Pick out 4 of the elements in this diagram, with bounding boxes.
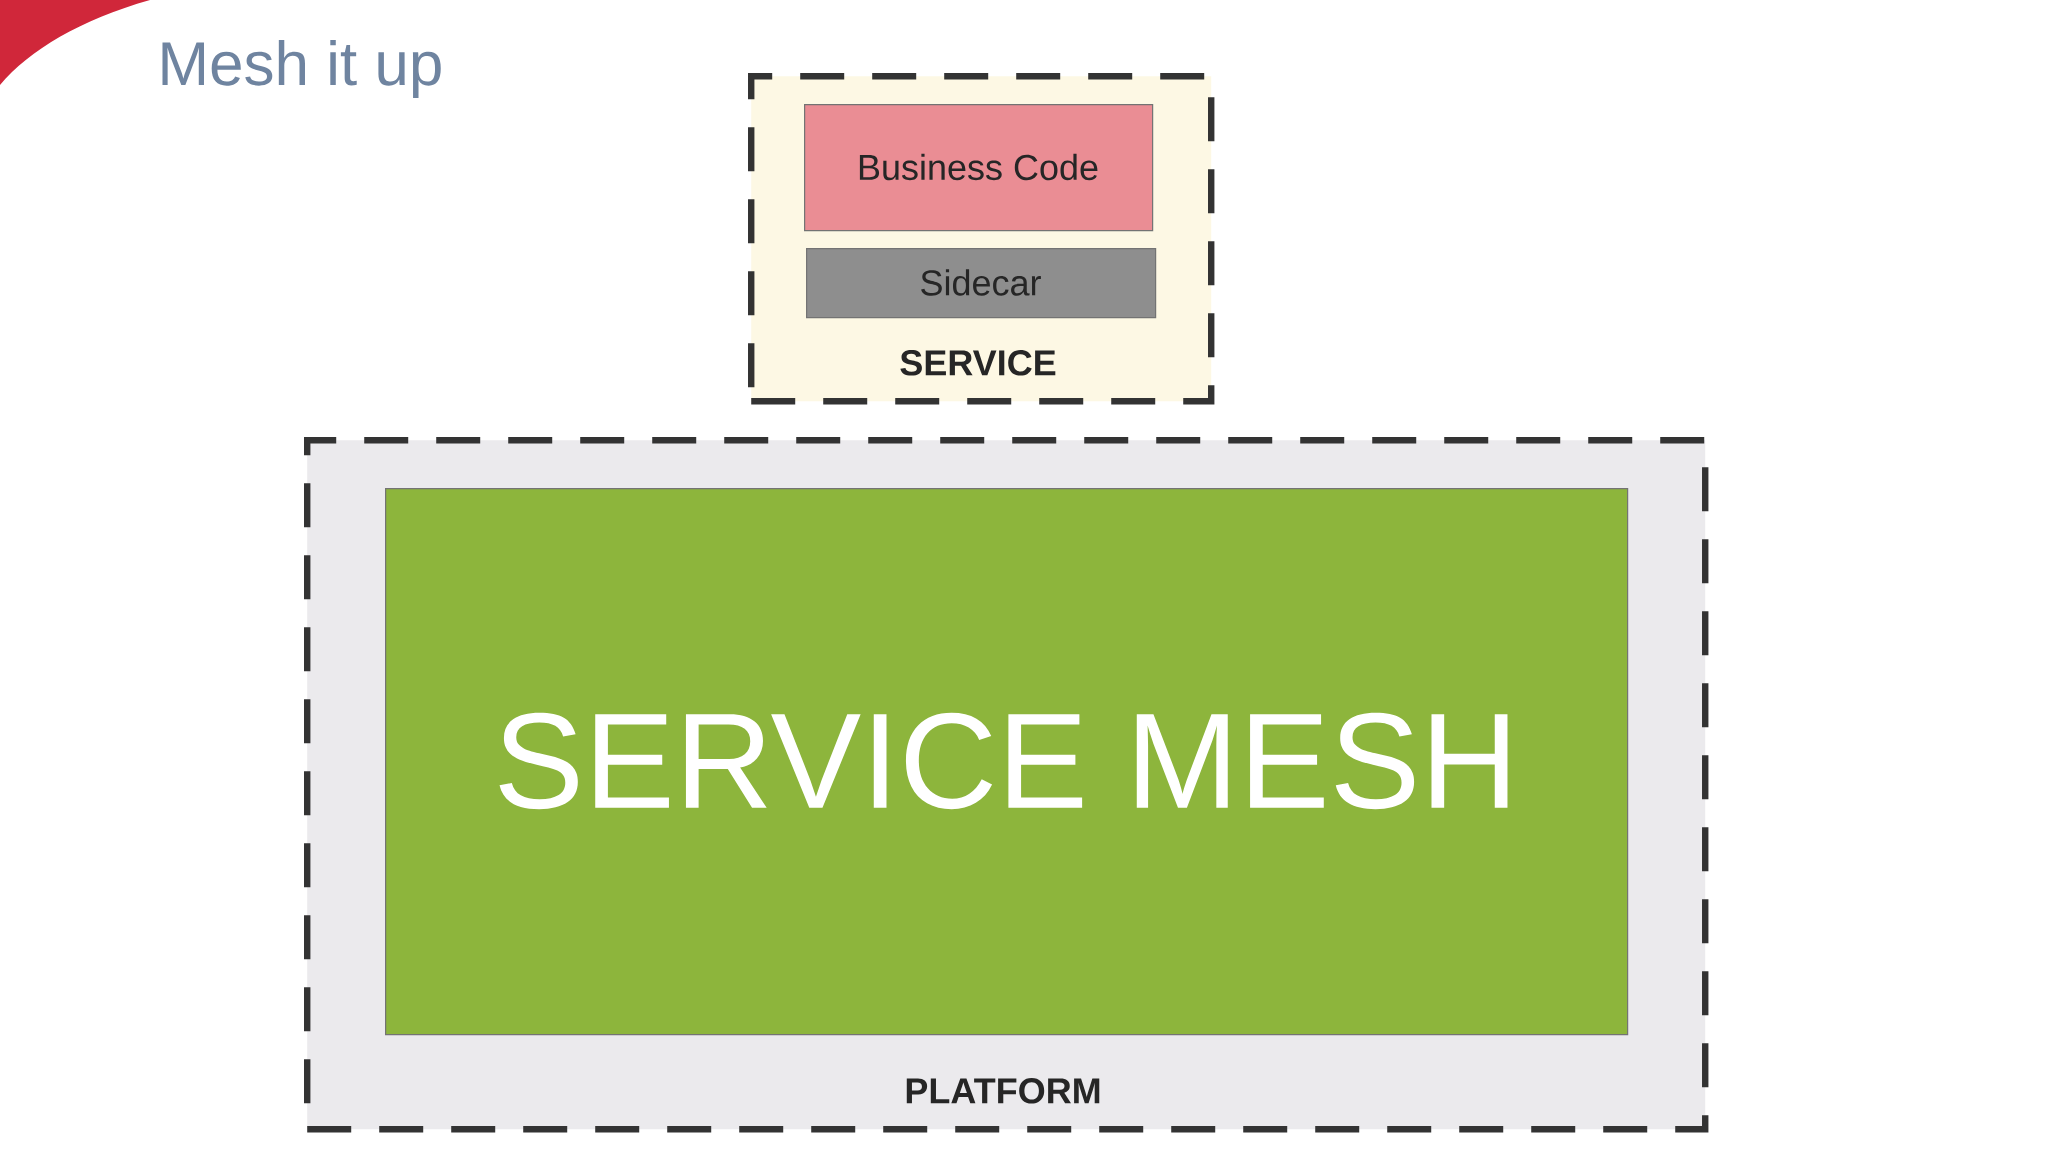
- process-box: SERVICE MESH: [385, 488, 1629, 1036]
- title: Mesh it up: [162, 40, 441, 98]
- process-box: Sidecar: [806, 248, 1157, 319]
- process-box: Business Code: [804, 104, 1154, 232]
